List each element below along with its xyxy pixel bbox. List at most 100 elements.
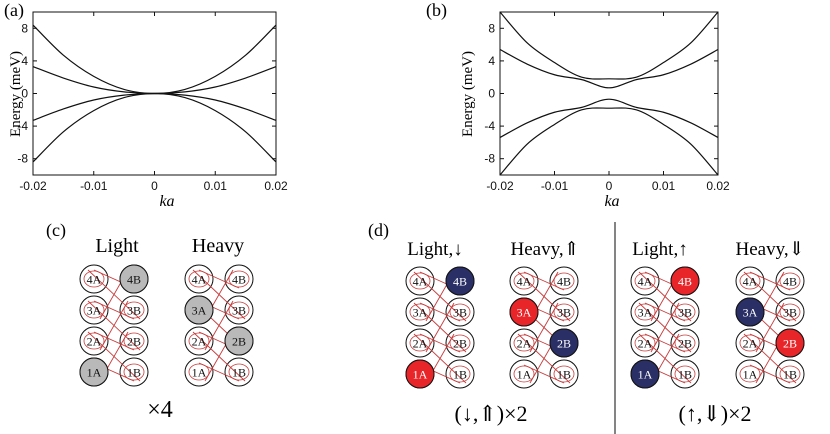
orbital-loop: [123, 332, 145, 350]
orbital-loop: [449, 365, 471, 383]
orbital-loop: [83, 270, 105, 288]
caption-d1: (↓,⇑)×2: [455, 401, 528, 426]
orbital-loop: [634, 303, 656, 321]
light-title-d1: Light,↓: [407, 239, 462, 260]
y-tick-label: 4: [488, 54, 495, 68]
site-label: 1A: [87, 366, 102, 380]
orbital-loop: [779, 272, 801, 290]
y-axis-label-b: Energy (meV): [460, 51, 476, 137]
orbital-loop: [779, 303, 801, 321]
site-label: 1A: [192, 366, 207, 380]
site-label: 3A: [192, 304, 207, 318]
orbital-loop: [188, 270, 210, 288]
orbital-loop: [513, 272, 535, 290]
site-label: 1B: [453, 368, 467, 382]
orbital-loop: [553, 365, 575, 383]
site-label: 2B: [127, 335, 141, 349]
site-label: 2B: [453, 337, 467, 351]
multiplier-c: ×4: [147, 397, 173, 423]
orbital-loop: [634, 334, 656, 352]
orbital-loop: [123, 363, 145, 381]
x-tick-label: 0: [151, 179, 158, 193]
site-1b: [775, 359, 805, 389]
band-curve-1: [32, 24, 277, 95]
site-fill-3a: [509, 297, 539, 327]
heavy-title-c: Heavy: [192, 235, 244, 257]
site-label: 4B: [127, 273, 141, 287]
panel-label-c: (c): [46, 220, 66, 241]
y-tick-label: -8: [484, 152, 495, 166]
site-4a: [509, 266, 539, 296]
site-label: 3A: [517, 306, 532, 320]
orbital-loop: [674, 365, 696, 383]
site-label: 3A: [638, 306, 653, 320]
orbital-loop: [83, 332, 105, 350]
site-fill-3a: [184, 295, 214, 325]
bond-line: [87, 300, 141, 351]
y-tick-label: 4: [21, 54, 28, 68]
y-tick-label: -4: [17, 119, 28, 133]
site-label: 3B: [678, 306, 692, 320]
orbital-loop: [779, 365, 801, 383]
site-label: 4A: [87, 273, 102, 287]
x-axis-label-a: ka: [159, 193, 174, 210]
site-label: 2A: [192, 335, 207, 349]
y-tick-label: 0: [488, 87, 495, 101]
x-tick-label: -0.02: [19, 179, 47, 193]
heavy-title-d2: Heavy,⇓: [735, 239, 804, 260]
site-label: 3A: [87, 304, 102, 318]
site-1b: [445, 359, 475, 389]
site-fill-2b: [775, 328, 805, 358]
panel-label-b: (b): [426, 0, 447, 21]
orbital-loop: [674, 334, 696, 352]
orbital-loop: [188, 332, 210, 350]
x-tick-label: 0.01: [652, 179, 676, 193]
heavy-title-d1: Heavy,⇑: [510, 239, 579, 260]
light-title-c: Light: [95, 235, 139, 257]
site-label: 1A: [413, 368, 428, 382]
x-axis-label-b: ka: [604, 193, 619, 210]
orbital-loop: [449, 334, 471, 352]
band-curve-2: [32, 66, 277, 95]
lattice-diagrams: (c) Light Heavy 4A 4B 3A 3B 2A 2B 1A 1B 4A 4B 3A 3…: [46, 220, 805, 434]
orbital-loop: [123, 301, 145, 319]
site-label: 3A: [743, 306, 758, 320]
site-4a: [79, 264, 109, 294]
site-label: 1A: [743, 368, 758, 382]
x-tick-label: 0.02: [706, 179, 730, 193]
site-label: 2B: [557, 337, 571, 351]
orbital-loop: [634, 272, 656, 290]
orbital-loop: [228, 363, 250, 381]
site-label: 4B: [453, 275, 467, 289]
x-tick-label: 0: [606, 179, 613, 193]
site-1b: [549, 359, 579, 389]
site-label: 3B: [557, 306, 571, 320]
site-label: 3A: [413, 306, 428, 320]
band-curve-4: [499, 107, 719, 176]
bond-line: [413, 302, 467, 353]
site-label: 1B: [127, 366, 141, 380]
band-curve-4: [32, 92, 277, 163]
x-tick-label: 0.02: [264, 179, 288, 193]
site-label: 2A: [413, 337, 428, 351]
site-fill-4b: [119, 264, 149, 294]
y-tick-label: 8: [488, 21, 495, 35]
site-label: 3B: [453, 306, 467, 320]
orbital-loop: [409, 334, 431, 352]
orbital-loop: [83, 301, 105, 319]
band-curve-2: [499, 48, 719, 89]
orbital-loop: [513, 365, 535, 383]
orbital-loop: [553, 303, 575, 321]
site-label: 4A: [638, 275, 653, 289]
site-fill-1a: [630, 359, 660, 389]
site-4a: [630, 266, 660, 296]
orbital-loop: [409, 303, 431, 321]
curves-b: [499, 11, 719, 176]
